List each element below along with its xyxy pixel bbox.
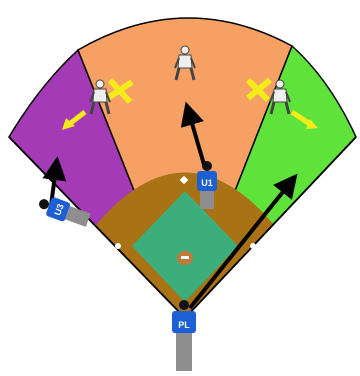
umpire-head <box>202 161 212 171</box>
first-base <box>250 243 256 249</box>
umpire-pants <box>200 191 214 209</box>
umpire-label: U1 <box>201 178 213 188</box>
umpire-pants <box>176 333 192 371</box>
umpire-head <box>179 300 189 310</box>
third-base <box>115 243 121 249</box>
pitchers-rubber <box>181 256 189 259</box>
umpire-label: PL <box>178 320 190 330</box>
